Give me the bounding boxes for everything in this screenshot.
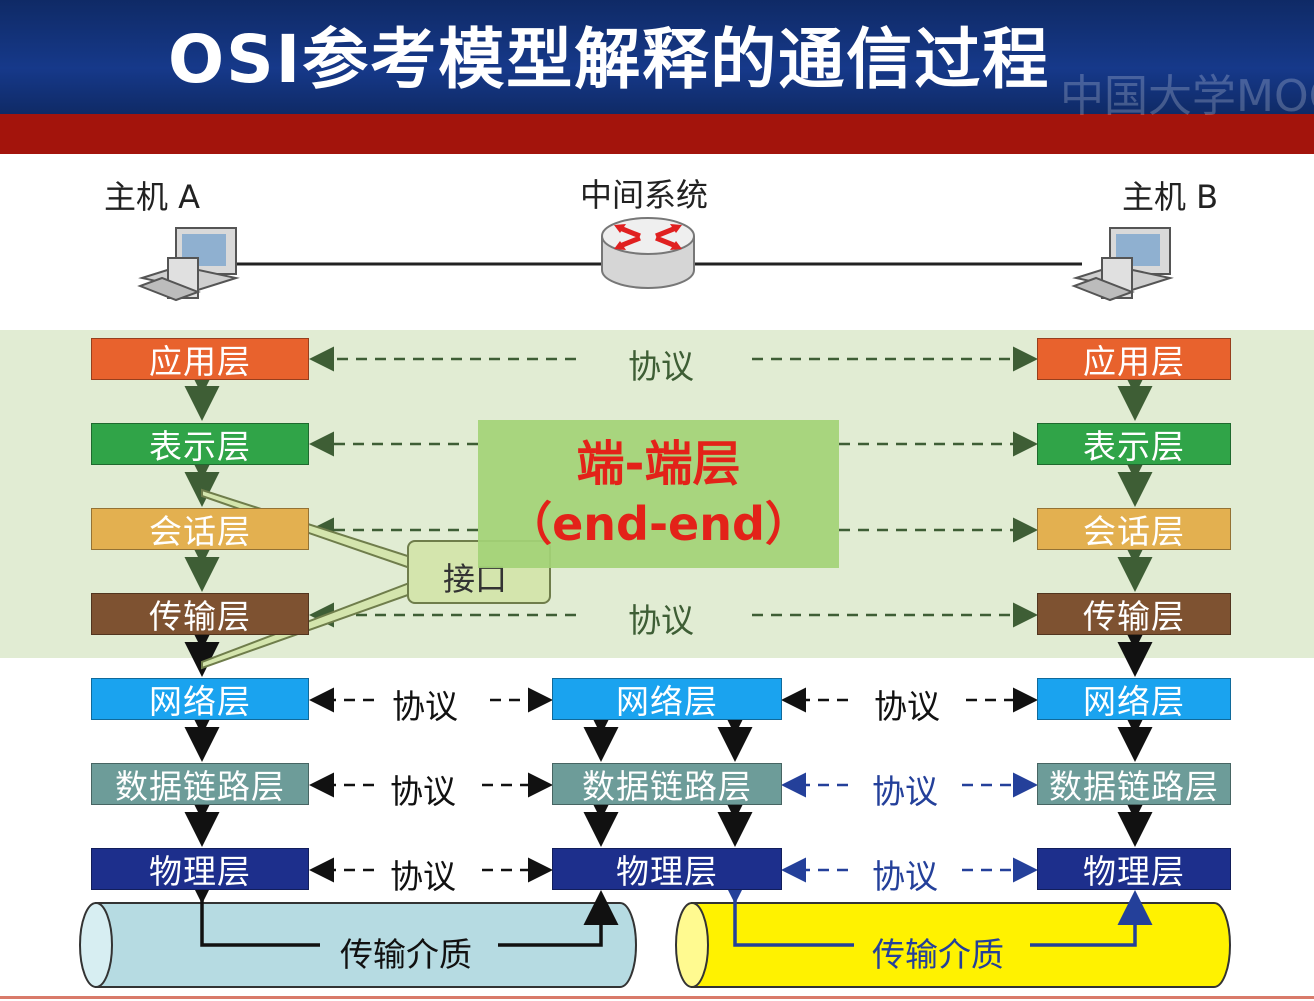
- middle-physical-layer: 物理层: [552, 848, 782, 891]
- protocol-label-network-right: 协议: [874, 687, 940, 726]
- medium-path-left: [184, 869, 619, 947]
- host-a-physical-layer: 物理层: [91, 848, 309, 891]
- host-b-session-layer: 会话层: [1037, 508, 1231, 551]
- title-banner: [0, 0, 1314, 114]
- protocol-label-physical-right: 协议: [872, 857, 938, 896]
- end-to-end-box: 端-端层 （end-end）: [478, 420, 839, 568]
- computer-icon-host-b: [1071, 227, 1174, 302]
- lower-protocol-arrows: [309, 687, 1038, 883]
- host-b-network-layer: 网络层: [1037, 678, 1231, 721]
- host-a-label: 主机 A: [104, 178, 201, 216]
- medium-label-right: 传输介质: [868, 928, 1008, 976]
- host-a-network-layer: 网络层: [91, 678, 309, 721]
- host-b-datalink-layer: 数据链路层: [1037, 763, 1231, 806]
- bottom-rule: [0, 996, 1314, 999]
- protocol-label-application: 协议: [628, 347, 694, 386]
- end-to-end-title: 端-端层: [576, 436, 741, 492]
- router-icon: [601, 217, 695, 289]
- watermark: 中国大学MOOC: [1060, 71, 1314, 122]
- middle-network-layer: 网络层: [552, 678, 782, 721]
- medium-path-right: [717, 869, 1153, 947]
- blue-protocol-arrows: [781, 772, 1038, 883]
- host-a-application-layer: 应用层: [91, 338, 309, 381]
- protocol-label-transport: 协议: [628, 601, 694, 640]
- protocol-label-datalink-left: 协议: [390, 772, 456, 811]
- upper-protocol-arrows: [309, 346, 1038, 628]
- host-a-transport-layer: 传输层: [91, 593, 309, 636]
- host-b-transport-layer: 传输层: [1037, 593, 1231, 636]
- host-b-presentation-layer: 表示层: [1037, 423, 1231, 466]
- interface-callout: 接口: [407, 540, 551, 604]
- title-accent-band: [0, 114, 1314, 154]
- medium-label-left: 传输介质: [336, 928, 476, 976]
- host-a-datalink-layer: 数据链路层: [91, 763, 309, 806]
- protocol-label-network-left: 协议: [392, 687, 458, 726]
- protocol-label-physical-left: 协议: [390, 857, 456, 896]
- end-to-end-subtitle: （end-end）: [506, 497, 811, 551]
- middle-datalink-layer: 数据链路层: [552, 763, 782, 806]
- lower-vertical-arrows: [184, 615, 1153, 847]
- protocol-label-datalink-right: 协议: [872, 772, 938, 811]
- host-b-application-layer: 应用层: [1037, 338, 1231, 381]
- middle-system-label: 中间系统: [580, 176, 709, 214]
- host-a-presentation-layer: 表示层: [91, 423, 309, 466]
- host-b-physical-layer: 物理层: [1037, 848, 1231, 891]
- host-b-label: 主机 B: [1122, 178, 1219, 216]
- slide-title: OSI参考模型解释的通信过程: [168, 21, 1051, 98]
- host-a-session-layer: 会话层: [91, 508, 309, 551]
- computer-icon-host-a: [137, 227, 240, 302]
